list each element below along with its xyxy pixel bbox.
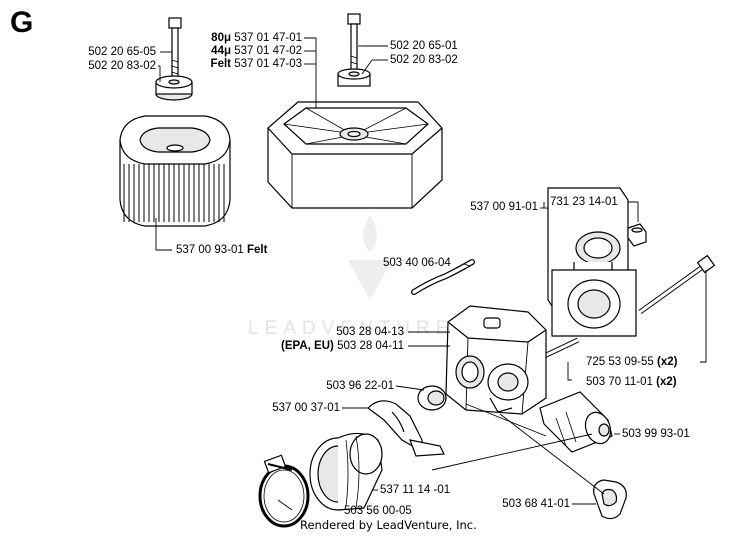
label-carb-2-number: 503 28 04-11 xyxy=(337,340,404,352)
label-filter-44-number: 537 01 47-02 xyxy=(234,45,302,57)
label-carb-2-prefix: (EPA, EU) xyxy=(281,340,334,352)
label-felt-filter-number: 537 00 93-01 xyxy=(176,244,244,256)
label-filter-80-prefix: 80μ xyxy=(211,32,231,44)
label-sleeve-number: 503 70 11-01 xyxy=(586,376,653,388)
filter-pleats xyxy=(123,164,225,222)
label-nut-left[interactable]: 502 20 83-02 xyxy=(88,60,156,72)
label-spring[interactable]: 503 99 93-01 xyxy=(622,428,690,440)
label-felt-filter[interactable]: 537 00 93-01 Felt xyxy=(176,244,267,257)
grommet-drawing xyxy=(593,479,627,520)
gasket-ring-drawing xyxy=(417,385,447,411)
label-stud-bolt[interactable]: 725 53 09-55 (x2) xyxy=(586,356,677,369)
label-fuel-hose[interactable]: 503 40 06-04 xyxy=(383,257,451,269)
spring-drawing xyxy=(539,391,613,453)
hose-clamp-drawing xyxy=(258,454,310,528)
label-nut-small[interactable]: 731 23 14-01 xyxy=(550,196,618,208)
label-intake-housing[interactable]: 537 00 91-01 xyxy=(470,201,538,213)
label-filter-80[interactable]: 80μ 537 01 47-01 xyxy=(196,32,302,45)
label-filter-44[interactable]: 44μ 537 01 47-02 xyxy=(196,45,302,58)
label-nut-right[interactable]: 502 20 83-02 xyxy=(390,54,458,66)
foam-filter-drawing xyxy=(267,101,443,209)
label-carb-2[interactable]: (EPA, EU) 503 28 04-11 xyxy=(240,340,404,353)
label-filter-felt-prefix: Felt xyxy=(210,58,231,70)
pleated-filter-drawing xyxy=(119,115,231,227)
carburetor-drawing xyxy=(445,305,547,415)
section-letter: G xyxy=(10,6,34,39)
label-bolt-left[interactable]: 502 20 65-05 xyxy=(88,46,156,58)
label-stud-bolt-qty: (x2) xyxy=(657,356,678,368)
nut-small-drawing xyxy=(627,223,647,247)
nut-left-drawing xyxy=(155,75,193,101)
label-filter-44-prefix: 44μ xyxy=(211,45,231,57)
footer-credit: Rendered by LeadVenture, Inc. xyxy=(300,518,477,532)
label-filter-felt[interactable]: Felt 537 01 47-03 xyxy=(186,58,302,71)
intake-housing-drawing xyxy=(547,187,637,337)
label-felt-filter-suffix: Felt xyxy=(247,244,268,256)
watermark-logo xyxy=(348,215,392,300)
clamp-drawing xyxy=(367,400,445,457)
label-gasket-ring[interactable]: 503 96 22-01 xyxy=(326,380,394,392)
label-hose-clamp[interactable]: 503 56 00-05 xyxy=(344,505,412,517)
label-sleeve-qty: (x2) xyxy=(656,376,677,388)
label-sleeve[interactable]: 503 70 11-01 (x2) xyxy=(586,376,677,389)
bolt-right-drawing xyxy=(347,13,361,73)
bolt-left-drawing xyxy=(168,17,182,79)
label-intake-boot[interactable]: 537 11 14 -01 xyxy=(380,484,451,496)
intake-boot-drawing xyxy=(309,432,383,511)
watermark-text: LEADVENTURE xyxy=(248,318,455,339)
nut-right-drawing xyxy=(337,68,371,87)
label-filter-80-number: 537 01 47-01 xyxy=(234,32,302,44)
label-bolt-right[interactable]: 502 20 65-01 xyxy=(390,40,458,52)
fuel-hose-drawing xyxy=(411,259,475,295)
label-clamp[interactable]: 537 00 37-01 xyxy=(272,402,340,414)
label-stud-bolt-number: 725 53 09-55 xyxy=(586,356,654,368)
label-filter-felt-number: 537 01 47-03 xyxy=(234,58,302,70)
label-carb-1[interactable]: 503 28 04-13 xyxy=(336,326,404,338)
leader-lines xyxy=(155,37,707,511)
label-grommet[interactable]: 503 68 41-01 xyxy=(502,498,570,510)
